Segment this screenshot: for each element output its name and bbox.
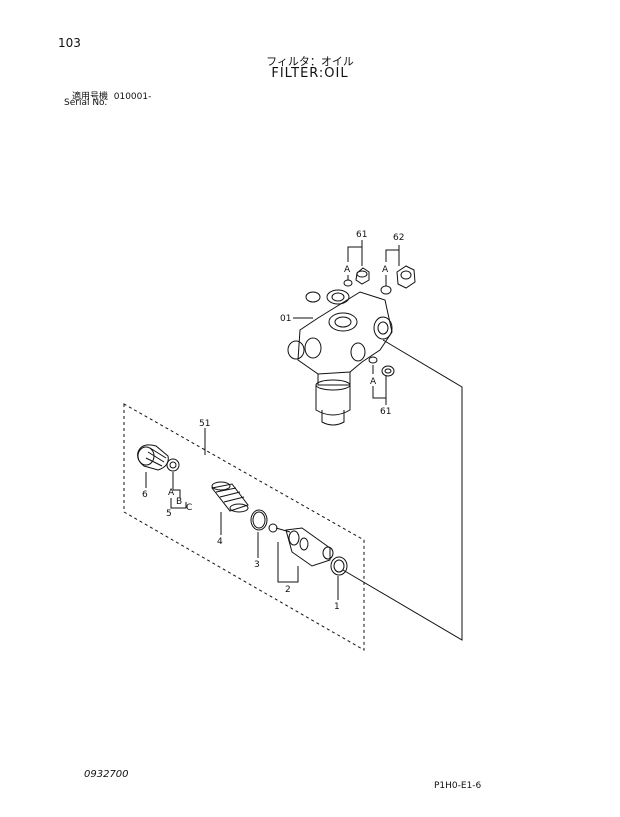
callout-51: 51 <box>199 419 210 429</box>
callout-4: 4 <box>217 537 223 547</box>
element-cap-part-6 <box>137 444 169 471</box>
kit-outline-part-51 <box>123 403 365 651</box>
callout-a-lower: A <box>370 377 377 387</box>
plug-part-61-upper <box>355 267 370 285</box>
callout-61-top: 61 <box>356 230 367 240</box>
callout-a-small: A <box>168 488 175 498</box>
callout-c: C <box>186 503 192 513</box>
title-japanese: フィルタ：オイル <box>266 55 354 68</box>
callout-6: 6 <box>142 490 148 500</box>
serial-label-english: Serial No. <box>64 98 108 108</box>
o-ring-part-a-upper-right <box>380 285 392 295</box>
callout-3: 3 <box>254 560 260 570</box>
serial-label-japanese: 適用号機 010001- <box>72 89 151 102</box>
callout-61-bottom: 61 <box>380 407 391 417</box>
serial-value: 010001- <box>113 92 152 102</box>
callout-b: B <box>176 497 182 507</box>
document-code: 0932700 <box>84 769 129 780</box>
callout-62: 62 <box>393 233 404 243</box>
o-ring-part-a-lower <box>368 356 378 364</box>
callout-01: 01 <box>280 314 291 324</box>
callout-1: 1 <box>334 602 340 612</box>
plug-part-61-lower <box>381 365 395 377</box>
callout-a-right: A <box>382 265 389 275</box>
page-number: 103 <box>58 36 81 50</box>
filter-element-part-4 <box>211 481 249 513</box>
filter-head-part-01 <box>287 289 393 426</box>
valve-assembly-part-2 <box>268 523 334 567</box>
callout-2: 2 <box>285 585 291 595</box>
title-english: FILTER:OIL <box>271 66 349 81</box>
plug-part-62 <box>396 265 416 289</box>
o-ring-part-3 <box>250 509 268 531</box>
washer-part-5 <box>166 458 180 472</box>
callout-5: 5 <box>166 509 172 519</box>
callout-a-left: A <box>344 265 351 275</box>
o-ring-part-a-upper-left <box>343 279 353 287</box>
serial-label-jp-text: 適用号機 <box>72 92 109 102</box>
seal-ring-part-1 <box>330 556 348 576</box>
sheet-code: P1H0-E1-6 <box>434 781 482 791</box>
